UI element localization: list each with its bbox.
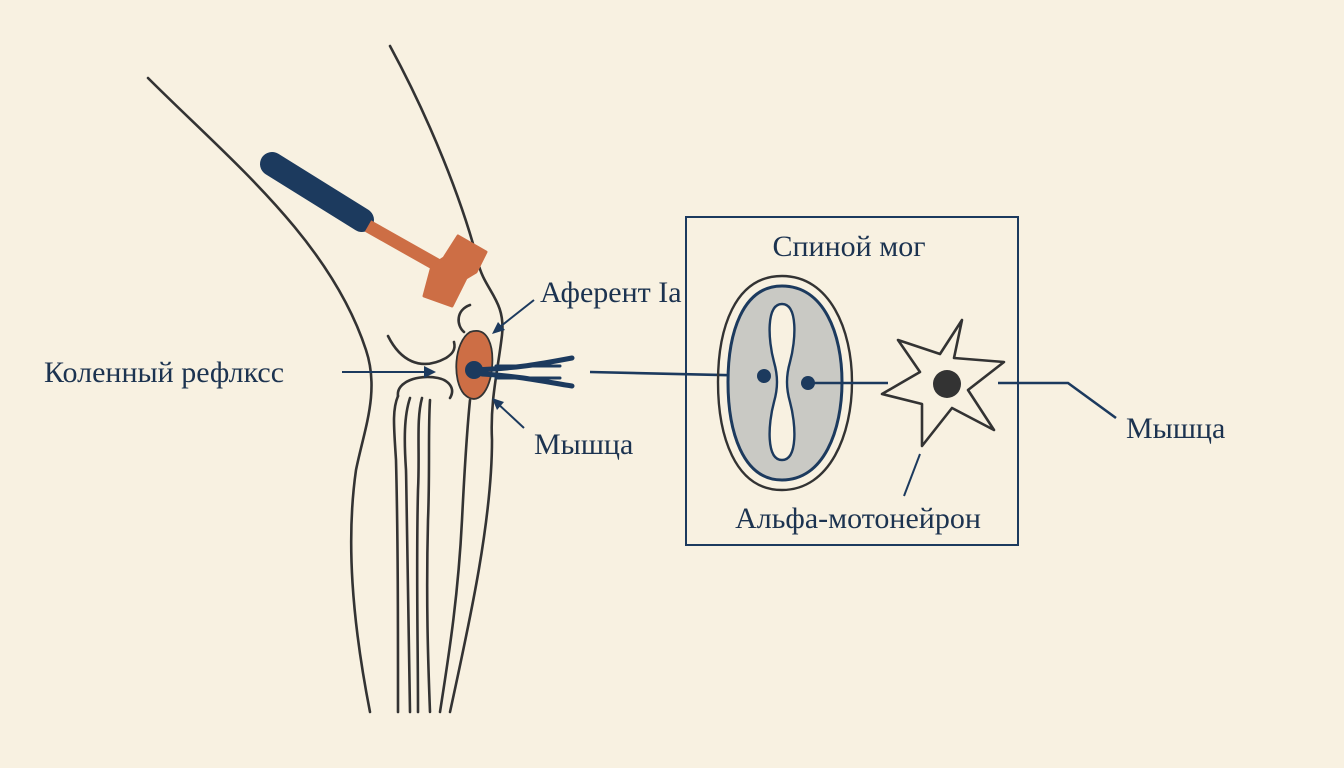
spinal-cord-label: Спиной мог [772, 230, 925, 263]
tibia-line-outer [392, 394, 400, 714]
muscle-left-arrowhead [492, 398, 504, 410]
knee-reflex-arrowhead [424, 366, 436, 378]
muscle-right-label: Мышца [1126, 412, 1225, 445]
left-annotations: Коленный рефлксс Аферент Ia Мышца [44, 276, 682, 461]
motoneuron-leader [903, 453, 921, 497]
hammer-head [422, 234, 488, 308]
thigh-front-line [388, 44, 504, 714]
synapse-dot-afferent [757, 369, 771, 383]
thigh-back-line [146, 76, 373, 714]
spinal-panel-frame [685, 216, 1019, 546]
afferent-label: Аферент Ia [540, 276, 682, 309]
reflex-hammer-icon [260, 152, 488, 308]
alpha-motoneuron-label: Альфа-мотонейрон [735, 502, 981, 535]
fibula-line-a [415, 396, 424, 714]
afferent-leader [495, 299, 535, 331]
fibula-line-b [425, 398, 432, 714]
efferent-output-line [998, 381, 1117, 420]
afferent-arrowhead [492, 322, 505, 334]
spinal-outer-outline [716, 274, 854, 492]
central-canal [768, 302, 796, 462]
femur-condyle [386, 334, 456, 366]
spinal-cord-panel: Спиной мог Альфа-мотонейрон [685, 216, 1019, 546]
leg-outline [146, 44, 504, 714]
tibia-plateau [396, 375, 454, 400]
hammer-shaft [364, 220, 450, 276]
tibia-line-inner [403, 396, 412, 714]
nerve-bundle-inner [494, 364, 562, 380]
patella-outline [457, 303, 472, 334]
muscle-left-leader [495, 401, 525, 429]
neuron-nucleus [933, 370, 961, 398]
hammer-handle [260, 152, 374, 232]
muscle-left-label: Мышца [534, 428, 633, 461]
lower-leg-front [438, 398, 472, 714]
muscle-spindle [455, 330, 575, 400]
knee-reflex-label: Коленный рефлксс [44, 356, 284, 389]
